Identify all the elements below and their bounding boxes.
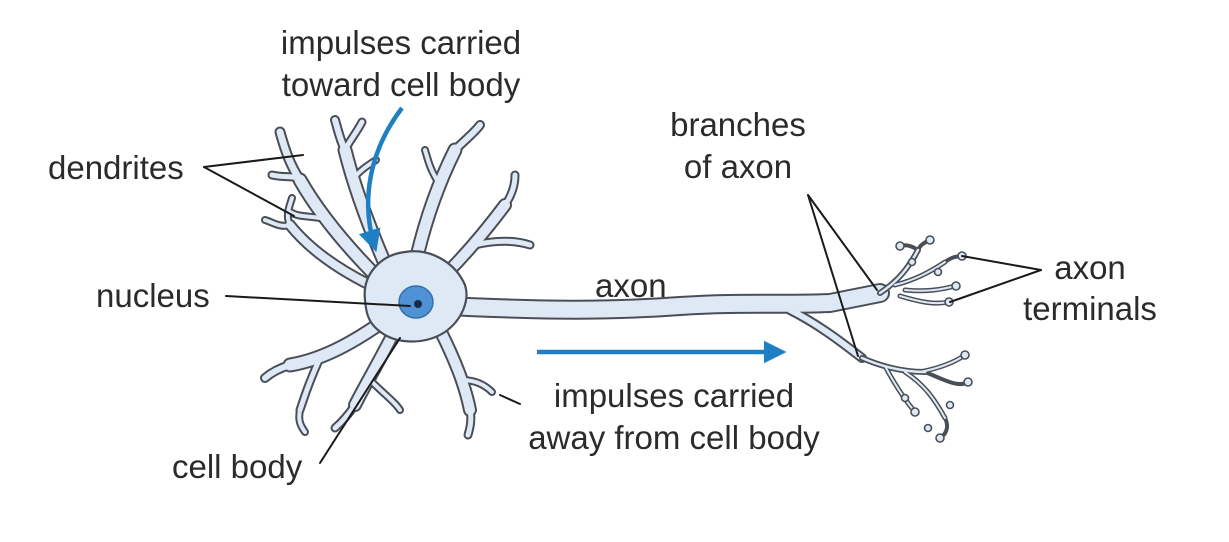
labels: impulses carried toward cell body dendri… [48,24,1157,485]
label-axon: axon [595,267,667,304]
label-axon-terminals-line2: terminals [1023,290,1157,327]
leader-lines [203,154,1042,464]
axon [420,283,890,363]
label-branches-of-axon-line1: branches [670,106,806,143]
axon-terminals-upper [877,235,967,307]
label-branches-of-axon-line2: of axon [684,148,792,185]
axon-terminals-lower [859,350,973,443]
arrow-toward-cell-body [358,106,404,253]
label-dendrites: dendrites [48,149,184,186]
label-axon-terminals-line1: axon [1054,249,1126,286]
label-nucleus: nucleus [96,277,210,314]
label-impulses-toward-line1: impulses carried [281,24,521,61]
label-impulses-toward-line2: toward cell body [282,66,521,103]
label-cell-body: cell body [172,448,303,485]
label-impulses-away-line1: impulses carried [554,377,794,414]
neuron [260,115,973,443]
label-impulses-away-line2: away from cell body [528,419,820,456]
nucleolus-shape [414,300,422,308]
